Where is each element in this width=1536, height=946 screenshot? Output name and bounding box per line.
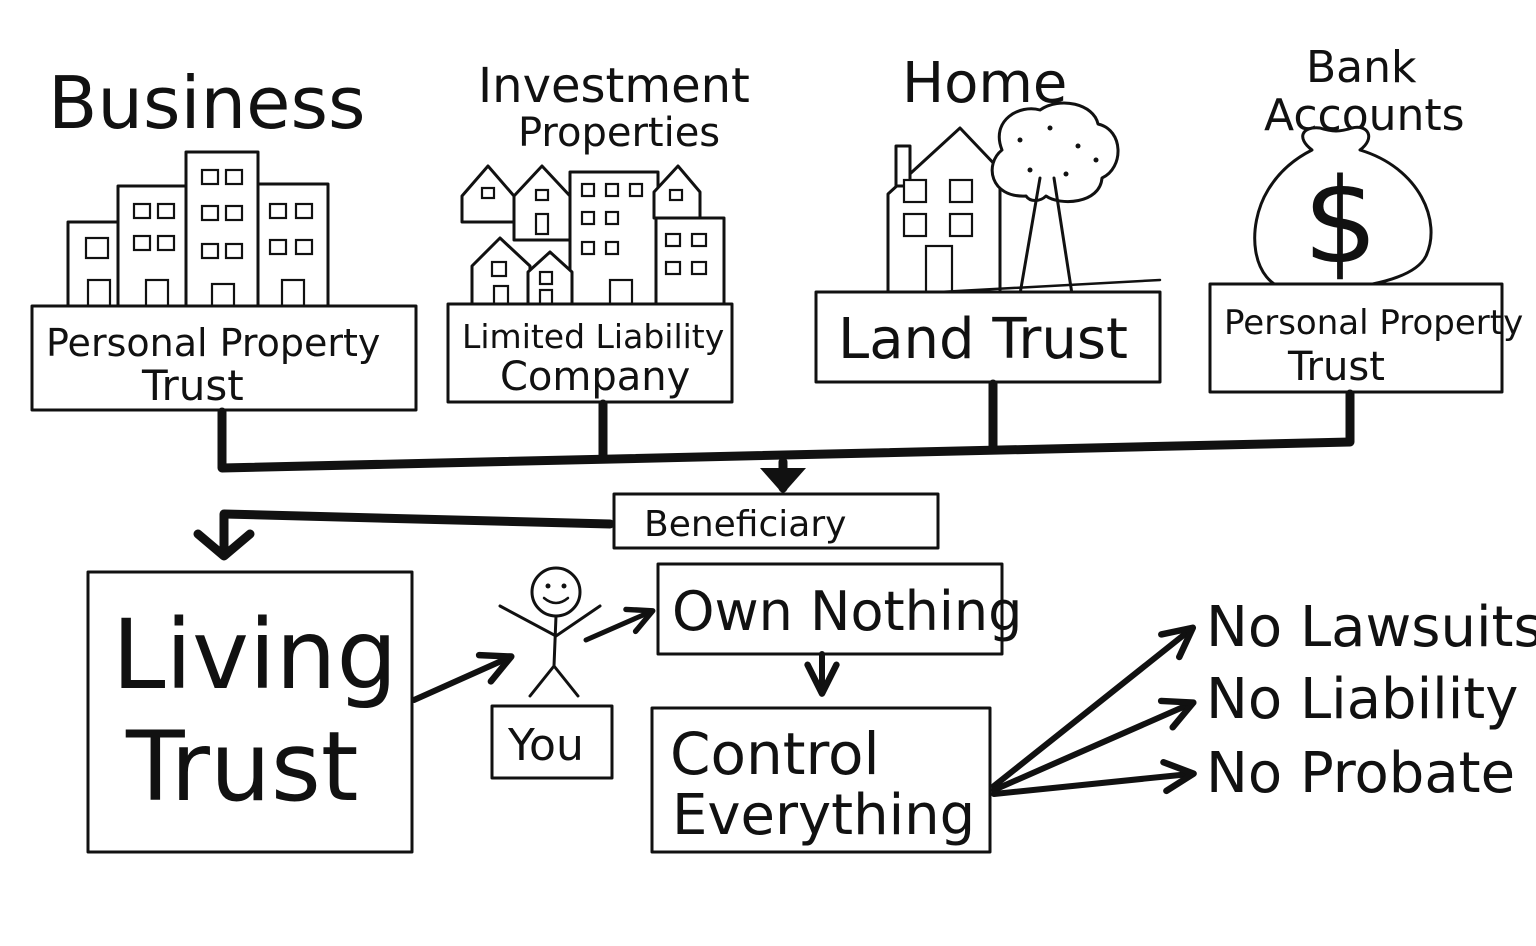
- living-trust-line1: Living: [112, 599, 397, 711]
- entity-connector: [217, 379, 1355, 494]
- beneficiary-label: Beneficiary: [644, 504, 846, 545]
- entity-box-business: [30, 304, 418, 412]
- living-trust-line2: Trust: [125, 711, 359, 823]
- heading-home: Home: [902, 51, 1067, 116]
- beneficiary-box: [612, 492, 940, 550]
- you-label: You: [507, 720, 584, 771]
- benefit-no-lawsuits: No Lawsuits: [1206, 595, 1536, 660]
- benefit-arrow-lawsuits: [991, 624, 1197, 789]
- entity-bank-line2: Trust: [1287, 344, 1385, 390]
- dollar-sign: $: [1303, 152, 1378, 290]
- entity-box-home: [814, 290, 1162, 384]
- control-everything-line2: Everything: [672, 783, 975, 848]
- entity-business-line2: Trust: [141, 361, 244, 410]
- beneficiary-arrowhead: [193, 529, 255, 561]
- living-trust-box: [86, 570, 414, 854]
- benefit-no-probate: No Probate: [1206, 741, 1515, 806]
- control-everything-line1: Control: [670, 720, 880, 788]
- you-to-own-nothing-arrow: [583, 606, 656, 643]
- entity-bank-line1: Personal Property: [1224, 303, 1523, 343]
- own-nothing-label: Own Nothing: [672, 580, 1022, 643]
- heading-properties: Properties: [518, 110, 720, 156]
- entity-box-bank: [1208, 282, 1504, 394]
- stick-figure-icon: [498, 566, 602, 698]
- heading-bank: Bank: [1306, 42, 1417, 93]
- money-bag-icon: $: [1253, 125, 1433, 292]
- entity-investment-line2: Company: [500, 354, 690, 400]
- heading-business: Business: [48, 61, 366, 145]
- own-nothing-box: [656, 562, 1004, 656]
- beneficiary-to-trust-arrow: [219, 509, 615, 553]
- office-buildings-icon: [66, 150, 330, 314]
- entity-investment-line1: Limited Liability: [462, 317, 724, 356]
- benefit-arrow-liability: [991, 697, 1197, 793]
- entity-home-line1: Land Trust: [838, 307, 1128, 372]
- benefit-arrow-probate: [991, 758, 1197, 797]
- entity-business-line1: Personal Property: [46, 321, 380, 365]
- house-with-tree-icon: [828, 101, 1162, 300]
- control-everything-box: [650, 706, 992, 854]
- trust-to-you-arrow: [411, 651, 515, 703]
- you-box: [490, 704, 614, 780]
- heading-investment: Investment: [478, 58, 750, 114]
- benefit-no-liability: No Liability: [1206, 667, 1518, 732]
- entity-box-investment: [446, 302, 734, 404]
- houses-and-apartments-icon: [460, 164, 726, 312]
